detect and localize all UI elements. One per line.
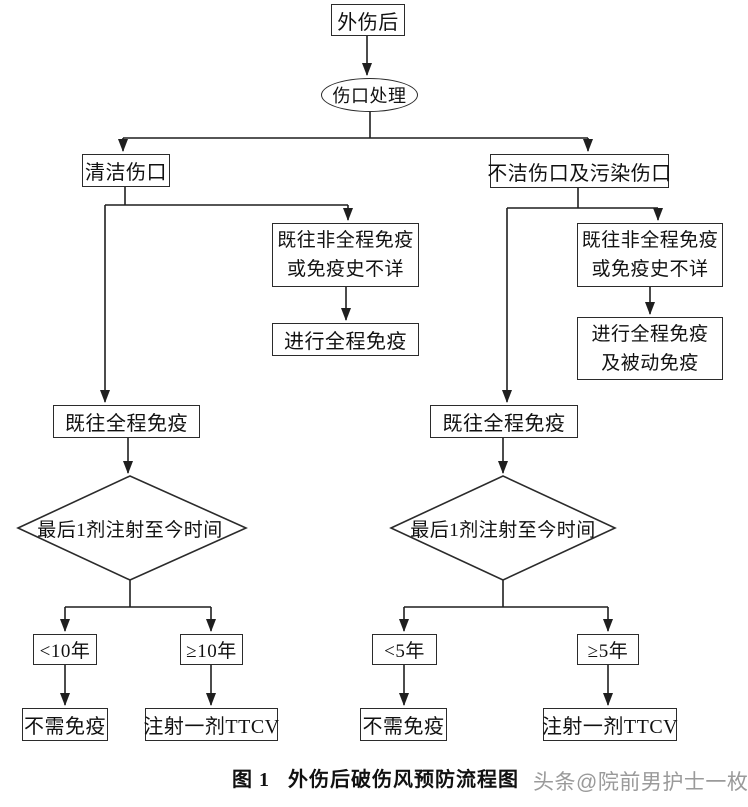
- node-at-least-10-years: ≥10年: [180, 634, 243, 665]
- node-right-full-and-passive-action: 进行全程免疫 及被动免疫: [577, 317, 723, 380]
- node-right-non-full-immunity-line2: 或免疫史不详: [591, 259, 709, 280]
- node-left-non-full-immunity-line2: 或免疫史不详: [286, 259, 404, 280]
- figure-caption-title: 外伤后破伤风预防流程图: [288, 769, 519, 791]
- watermark-text: 头条@院前男护士一枚: [533, 771, 748, 794]
- decision-left-label: 最后1剂注射至今时间: [37, 519, 223, 541]
- node-left-inject-ttcv: 注射一剂TTCV: [143, 708, 279, 741]
- figure-caption: 图 1 外伤后破伤风预防流程图: [232, 763, 519, 792]
- node-less-than-10-years: <10年: [33, 634, 97, 665]
- node-right-non-full-immunity: 既往非全程免疫 或免疫史不详: [577, 223, 723, 287]
- node-wound-treatment: 伤口处理: [321, 78, 418, 112]
- node-right-full-and-passive-action-line1: 进行全程免疫: [591, 323, 709, 345]
- node-left-no-immunization: 不需免疫: [22, 708, 108, 741]
- node-dirty-wound: 不洁伤口及污染伤口: [487, 154, 671, 188]
- decision-diamond-left: [16, 475, 248, 581]
- node-right-non-full-immunity-line1: 既往非全程免疫: [581, 230, 719, 251]
- node-right-full-immunity: 既往全程免疫: [430, 405, 578, 438]
- node-left-full-immunization-action: 进行全程免疫: [272, 323, 419, 356]
- node-left-full-immunity: 既往全程免疫: [53, 405, 200, 438]
- node-clean-wound: 清洁伤口: [82, 154, 170, 187]
- decision-right-label: 最后1剂注射至今时间: [410, 519, 596, 541]
- node-at-least-5-years: ≥5年: [577, 634, 639, 665]
- figure-caption-label: 图 1: [232, 769, 270, 791]
- node-right-inject-ttcv: 注射一剂TTCV: [542, 708, 678, 741]
- node-less-than-5-years: <5年: [372, 634, 437, 665]
- node-left-non-full-immunity-line1: 既往非全程免疫: [277, 230, 414, 251]
- node-right-full-and-passive-action-line2: 及被动免疫: [601, 352, 699, 374]
- node-right-no-immunization: 不需免疫: [360, 708, 447, 741]
- connector-lines: [60, 36, 663, 706]
- decision-diamond-right: [389, 475, 617, 581]
- node-left-non-full-immunity: 既往非全程免疫 或免疫史不详: [272, 223, 419, 287]
- node-start: 外伤后: [331, 4, 405, 36]
